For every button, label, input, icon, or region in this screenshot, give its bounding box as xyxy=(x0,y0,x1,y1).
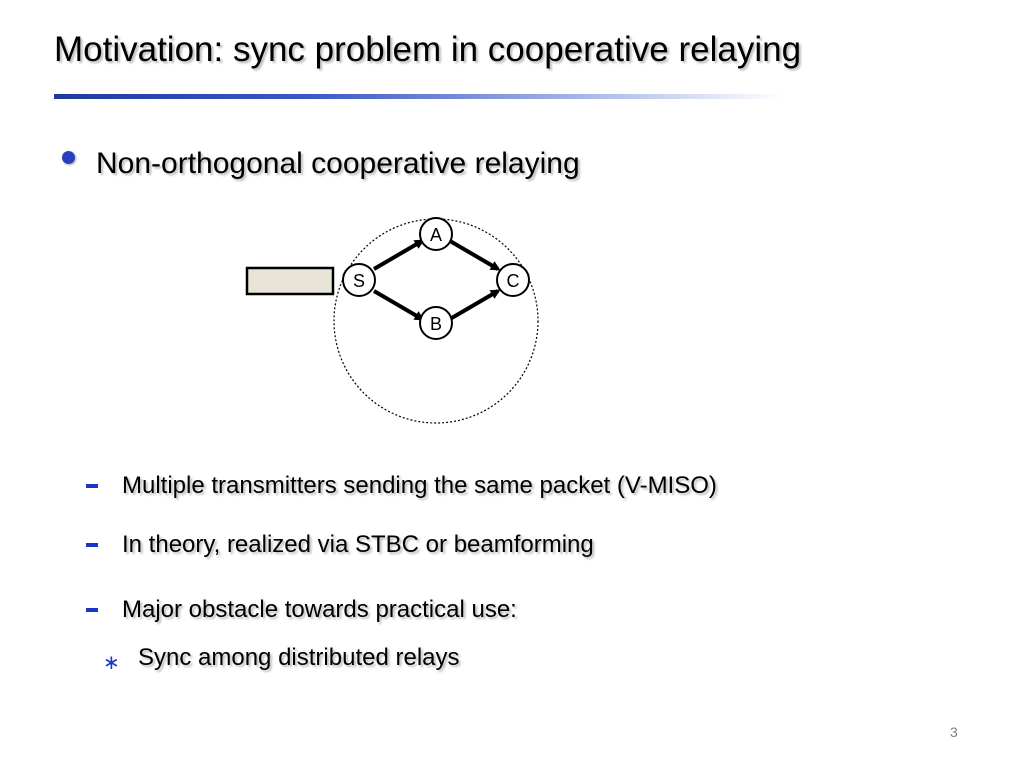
arrow-a-to-c xyxy=(448,239,501,271)
arrow-s-to-a xyxy=(372,239,425,271)
sub-bullet-3: Major obstacle towards practical use: xyxy=(122,596,517,623)
node-b: B xyxy=(419,306,453,340)
relay-diagram: S A B C xyxy=(245,217,539,424)
bullet-dot-icon xyxy=(62,151,75,164)
sub-bullet-1: Multiple transmitters sending the same p… xyxy=(122,472,717,499)
coverage-circle xyxy=(333,218,539,424)
node-s-label: S xyxy=(353,271,365,291)
node-s: S xyxy=(342,263,376,297)
arrow-b-to-c xyxy=(448,289,501,321)
page-number: 3 xyxy=(950,724,958,740)
node-b-label: B xyxy=(430,314,442,334)
node-a-label: A xyxy=(430,225,442,245)
title-underline xyxy=(54,94,784,99)
arrow-s-to-b xyxy=(372,289,425,321)
dash-bullet-icon xyxy=(86,484,98,488)
sub-bullet-2: In theory, realized via STBC or beamform… xyxy=(122,531,594,558)
node-a: A xyxy=(419,217,453,251)
node-c: C xyxy=(496,263,530,297)
node-c-label: C xyxy=(507,271,520,291)
slide-title: Motivation: sync problem in cooperative … xyxy=(54,30,802,69)
main-bullet: Non-orthogonal cooperative relaying xyxy=(96,147,580,180)
packet-box xyxy=(245,266,335,296)
dash-bullet-icon xyxy=(86,608,98,612)
dash-bullet-icon xyxy=(86,543,98,547)
asterisk-bullet-icon: ∗ xyxy=(103,652,120,674)
sub-sub-bullet: Sync among distributed relays xyxy=(138,644,460,671)
